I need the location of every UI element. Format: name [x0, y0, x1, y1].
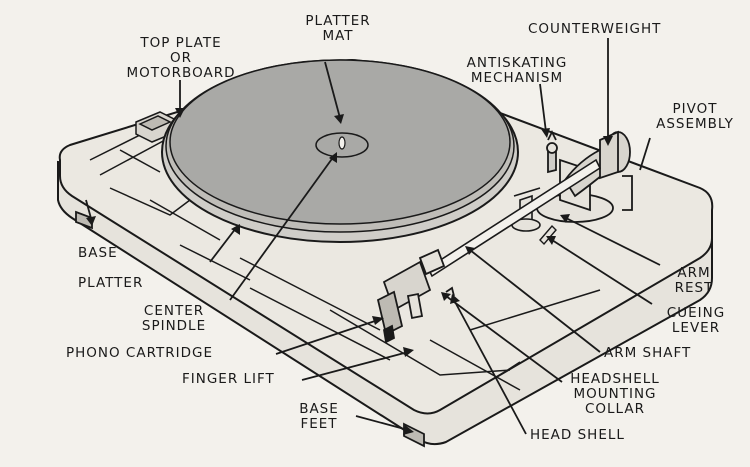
label-line: CUEING	[666, 305, 726, 321]
label-platter: PLATTER	[78, 276, 143, 291]
center-label	[315, 132, 369, 158]
label-base-feet: BASE FEET	[288, 402, 350, 432]
label-base: BASE	[78, 246, 118, 261]
arm-shaft-part	[426, 158, 602, 278]
label-counterweight: COUNTERWEIGHT	[528, 22, 661, 37]
label-platter-mat: PLATTER MAT	[290, 14, 386, 44]
label-line: ARM SHAFT	[604, 345, 692, 361]
label-line: MOUNTING	[573, 386, 657, 402]
label-arm-rest: ARM REST	[664, 266, 724, 296]
center-spindle	[338, 136, 346, 150]
label-line: ASSEMBLY	[656, 116, 734, 132]
label-phono-cartridge: PHONO CARTRIDGE	[66, 346, 213, 361]
label-headshell-collar: HEADSHELL MOUNTING COLLAR	[566, 372, 664, 417]
label-pivot-assembly: PIVOT ASSEMBLY	[646, 102, 744, 132]
label-line: CENTER	[143, 303, 205, 319]
headshell-part	[376, 248, 455, 344]
label-antiskating: ANTISKATING MECHANISM	[442, 56, 592, 86]
label-line: HEADSHELL	[570, 371, 660, 387]
label-line: FINGER LIFT	[182, 371, 275, 387]
cueing-lever-part	[539, 224, 557, 246]
label-center-spindle: CENTER SPINDLE	[126, 304, 222, 334]
arrowheads	[86, 108, 613, 435]
label-line: SPINDLE	[141, 318, 207, 334]
label-line: MOTORBOARD	[126, 65, 236, 81]
label-head-shell: HEAD SHELL	[530, 428, 625, 443]
label-line: COUNTERWEIGHT	[528, 21, 662, 37]
label-arm-shaft: ARM SHAFT	[604, 346, 691, 361]
label-line: FEET	[300, 416, 338, 432]
leader-lines	[85, 38, 661, 435]
label-line: PLATTER	[305, 13, 371, 29]
label-line: ANTISKATING	[466, 55, 568, 71]
label-line: OR	[169, 50, 192, 66]
label-top-plate: TOP PLATE OR MOTORBOARD	[118, 36, 244, 81]
label-line: PHONO CARTRIDGE	[66, 345, 213, 361]
label-line: MECHANISM	[470, 70, 564, 86]
label-line: ARM	[677, 265, 711, 281]
label-finger-lift: FINGER LIFT	[182, 372, 275, 387]
label-cueing-lever: CUEING LEVER	[656, 306, 736, 336]
label-line: HEAD SHELL	[530, 427, 625, 443]
label-line: BASE	[78, 245, 118, 261]
label-line: PIVOT	[672, 101, 718, 117]
label-line: COLLAR	[584, 401, 646, 417]
label-line: BASE	[299, 401, 339, 417]
label-line: TOP PLATE	[140, 35, 222, 51]
label-line: MAT	[322, 28, 354, 44]
label-line: LEVER	[671, 320, 721, 336]
label-line: REST	[674, 280, 714, 296]
counterweight-part	[599, 130, 631, 180]
label-line: PLATTER	[78, 275, 144, 291]
